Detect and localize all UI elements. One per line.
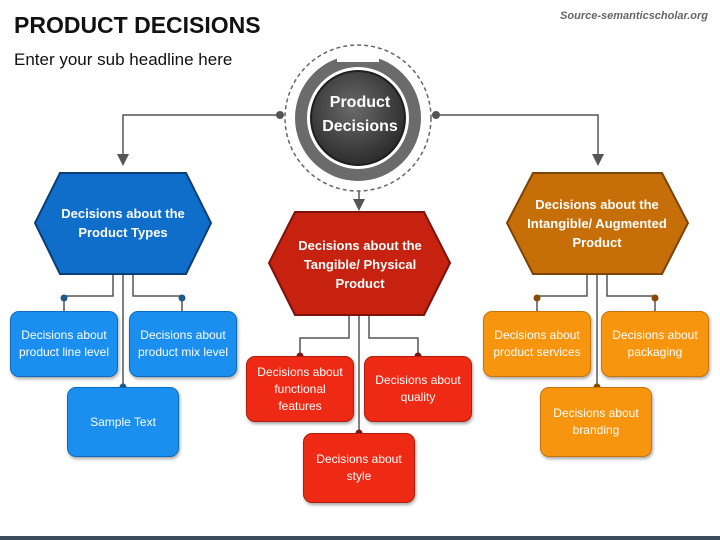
box-packaging: Decisions about packaging xyxy=(601,311,709,377)
hexagon-product-types xyxy=(33,172,213,275)
box-style: Decisions about style xyxy=(303,433,415,503)
page-title: PRODUCT DECISIONS xyxy=(14,12,261,38)
connector-to-right xyxy=(436,114,604,166)
hexagon-tangible-product xyxy=(267,211,452,316)
connector-to-left xyxy=(117,114,280,166)
box-product-services: Decisions about product services xyxy=(483,311,591,377)
box-product-line-level: Decisions about product line level xyxy=(10,311,118,377)
hexagon-label-product-types: Decisions about the Product Types xyxy=(61,206,185,240)
source-credit: Source-semanticscholar.org xyxy=(560,10,708,22)
center-label: Product Decisions xyxy=(322,94,398,135)
right-branch-lines xyxy=(536,274,656,387)
box-branding: Decisions about branding xyxy=(540,387,652,457)
page-subtitle: Enter your sub headline here xyxy=(14,50,233,69)
box-quality: Decisions about quality xyxy=(364,356,472,422)
box-sample-text: Sample Text xyxy=(67,387,179,457)
hexagon-label-intangible-product: Decisions about the Intangible/ Augmente… xyxy=(527,196,667,250)
footer-bar xyxy=(0,536,720,540)
hexagon-intangible-product xyxy=(505,172,690,275)
left-branch-lines xyxy=(63,274,183,387)
middle-branch-lines xyxy=(299,315,419,433)
hexagon-label-tangible-product: Decisions about the Tangible/ Physical P… xyxy=(298,237,422,291)
box-functional-features: Decisions about functional features xyxy=(246,356,354,422)
box-product-mix-level: Decisions about product mix level xyxy=(129,311,237,377)
center-ring xyxy=(284,44,432,192)
